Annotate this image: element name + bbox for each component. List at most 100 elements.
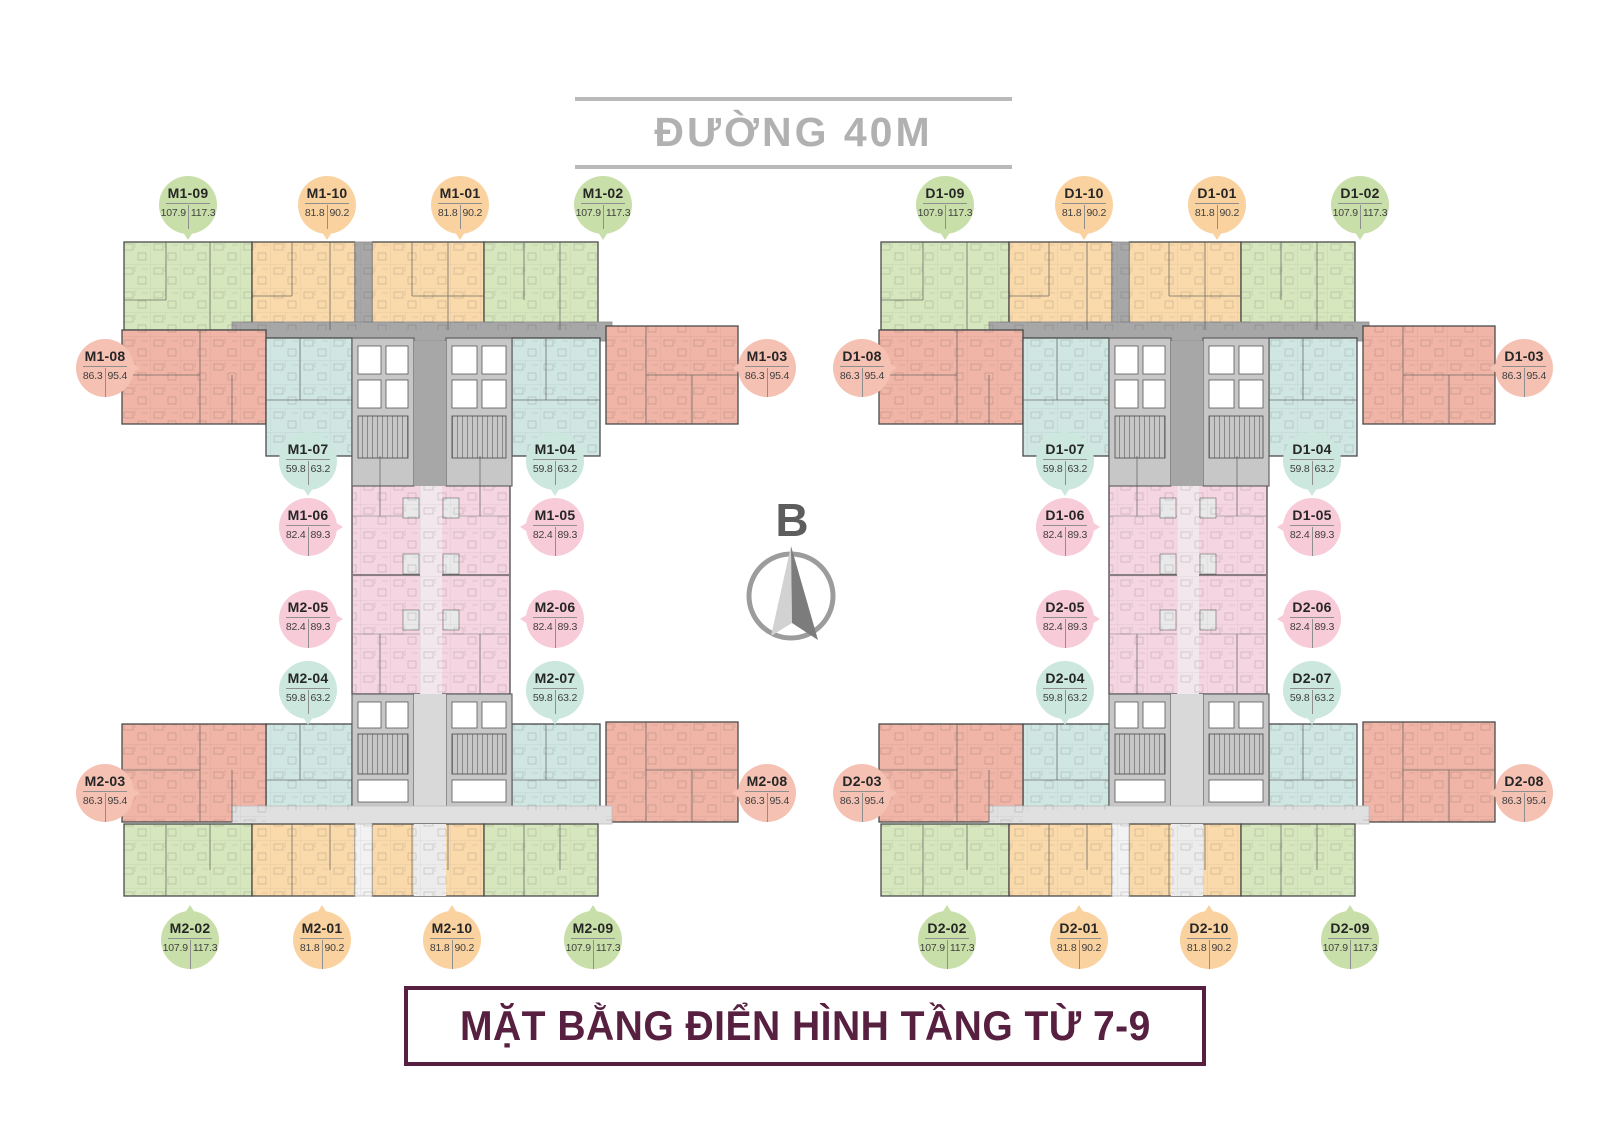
badge-pointer: [453, 229, 467, 240]
unit-code: M1-04: [534, 441, 576, 457]
unit-area-net: 81.8: [1056, 941, 1077, 954]
unit-code: D1-08: [842, 348, 882, 364]
compass-label: B: [775, 494, 809, 546]
unit-code: D1-01: [1197, 185, 1237, 201]
unit-code: D2-02: [927, 920, 967, 936]
unit-area-net: 82.4: [285, 620, 306, 633]
unit-code: M2-04: [287, 670, 329, 686]
unit-code: D1-09: [925, 185, 965, 201]
unit-code: D1-07: [1045, 441, 1085, 457]
badge-divider: [1290, 616, 1334, 618]
badge-divider: [168, 937, 212, 939]
unit-area-gross: 95.4: [104, 792, 127, 822]
badge-divider: [1187, 937, 1231, 939]
badge-divider: [1057, 937, 1101, 939]
badge-divider: [840, 790, 884, 792]
unit-code: D2-07: [1292, 670, 1332, 686]
badge-divider: [286, 616, 330, 618]
badge-divider: [430, 937, 474, 939]
unit-area-gross: 90.2: [321, 939, 344, 969]
unit-area-net: 59.8: [532, 462, 553, 475]
unit-code: M2-01: [301, 920, 343, 936]
unit-area-gross: 117.3: [592, 939, 621, 969]
unit-area-gross: 117.3: [189, 939, 218, 969]
unit-area-gross: 63.2: [1311, 460, 1334, 490]
unit-code: M1-10: [306, 185, 348, 201]
unit-area-net: 86.3: [82, 794, 103, 807]
unit-area-net: 81.8: [299, 941, 320, 954]
unit-area-gross: 89.3: [307, 618, 330, 648]
unit-code: D2-09: [1330, 920, 1370, 936]
badge-divider: [286, 458, 330, 460]
unit-area-net: 81.8: [1194, 206, 1215, 219]
unit-area-net: 107.9: [1332, 206, 1358, 219]
unit-area-gross: 63.2: [307, 689, 330, 719]
badge-divider: [286, 687, 330, 689]
unit-area-net: 59.8: [285, 462, 306, 475]
unit-area-gross: 89.3: [1064, 618, 1087, 648]
unit-area-gross: 90.2: [1208, 939, 1231, 969]
badge-pointer: [732, 786, 743, 800]
